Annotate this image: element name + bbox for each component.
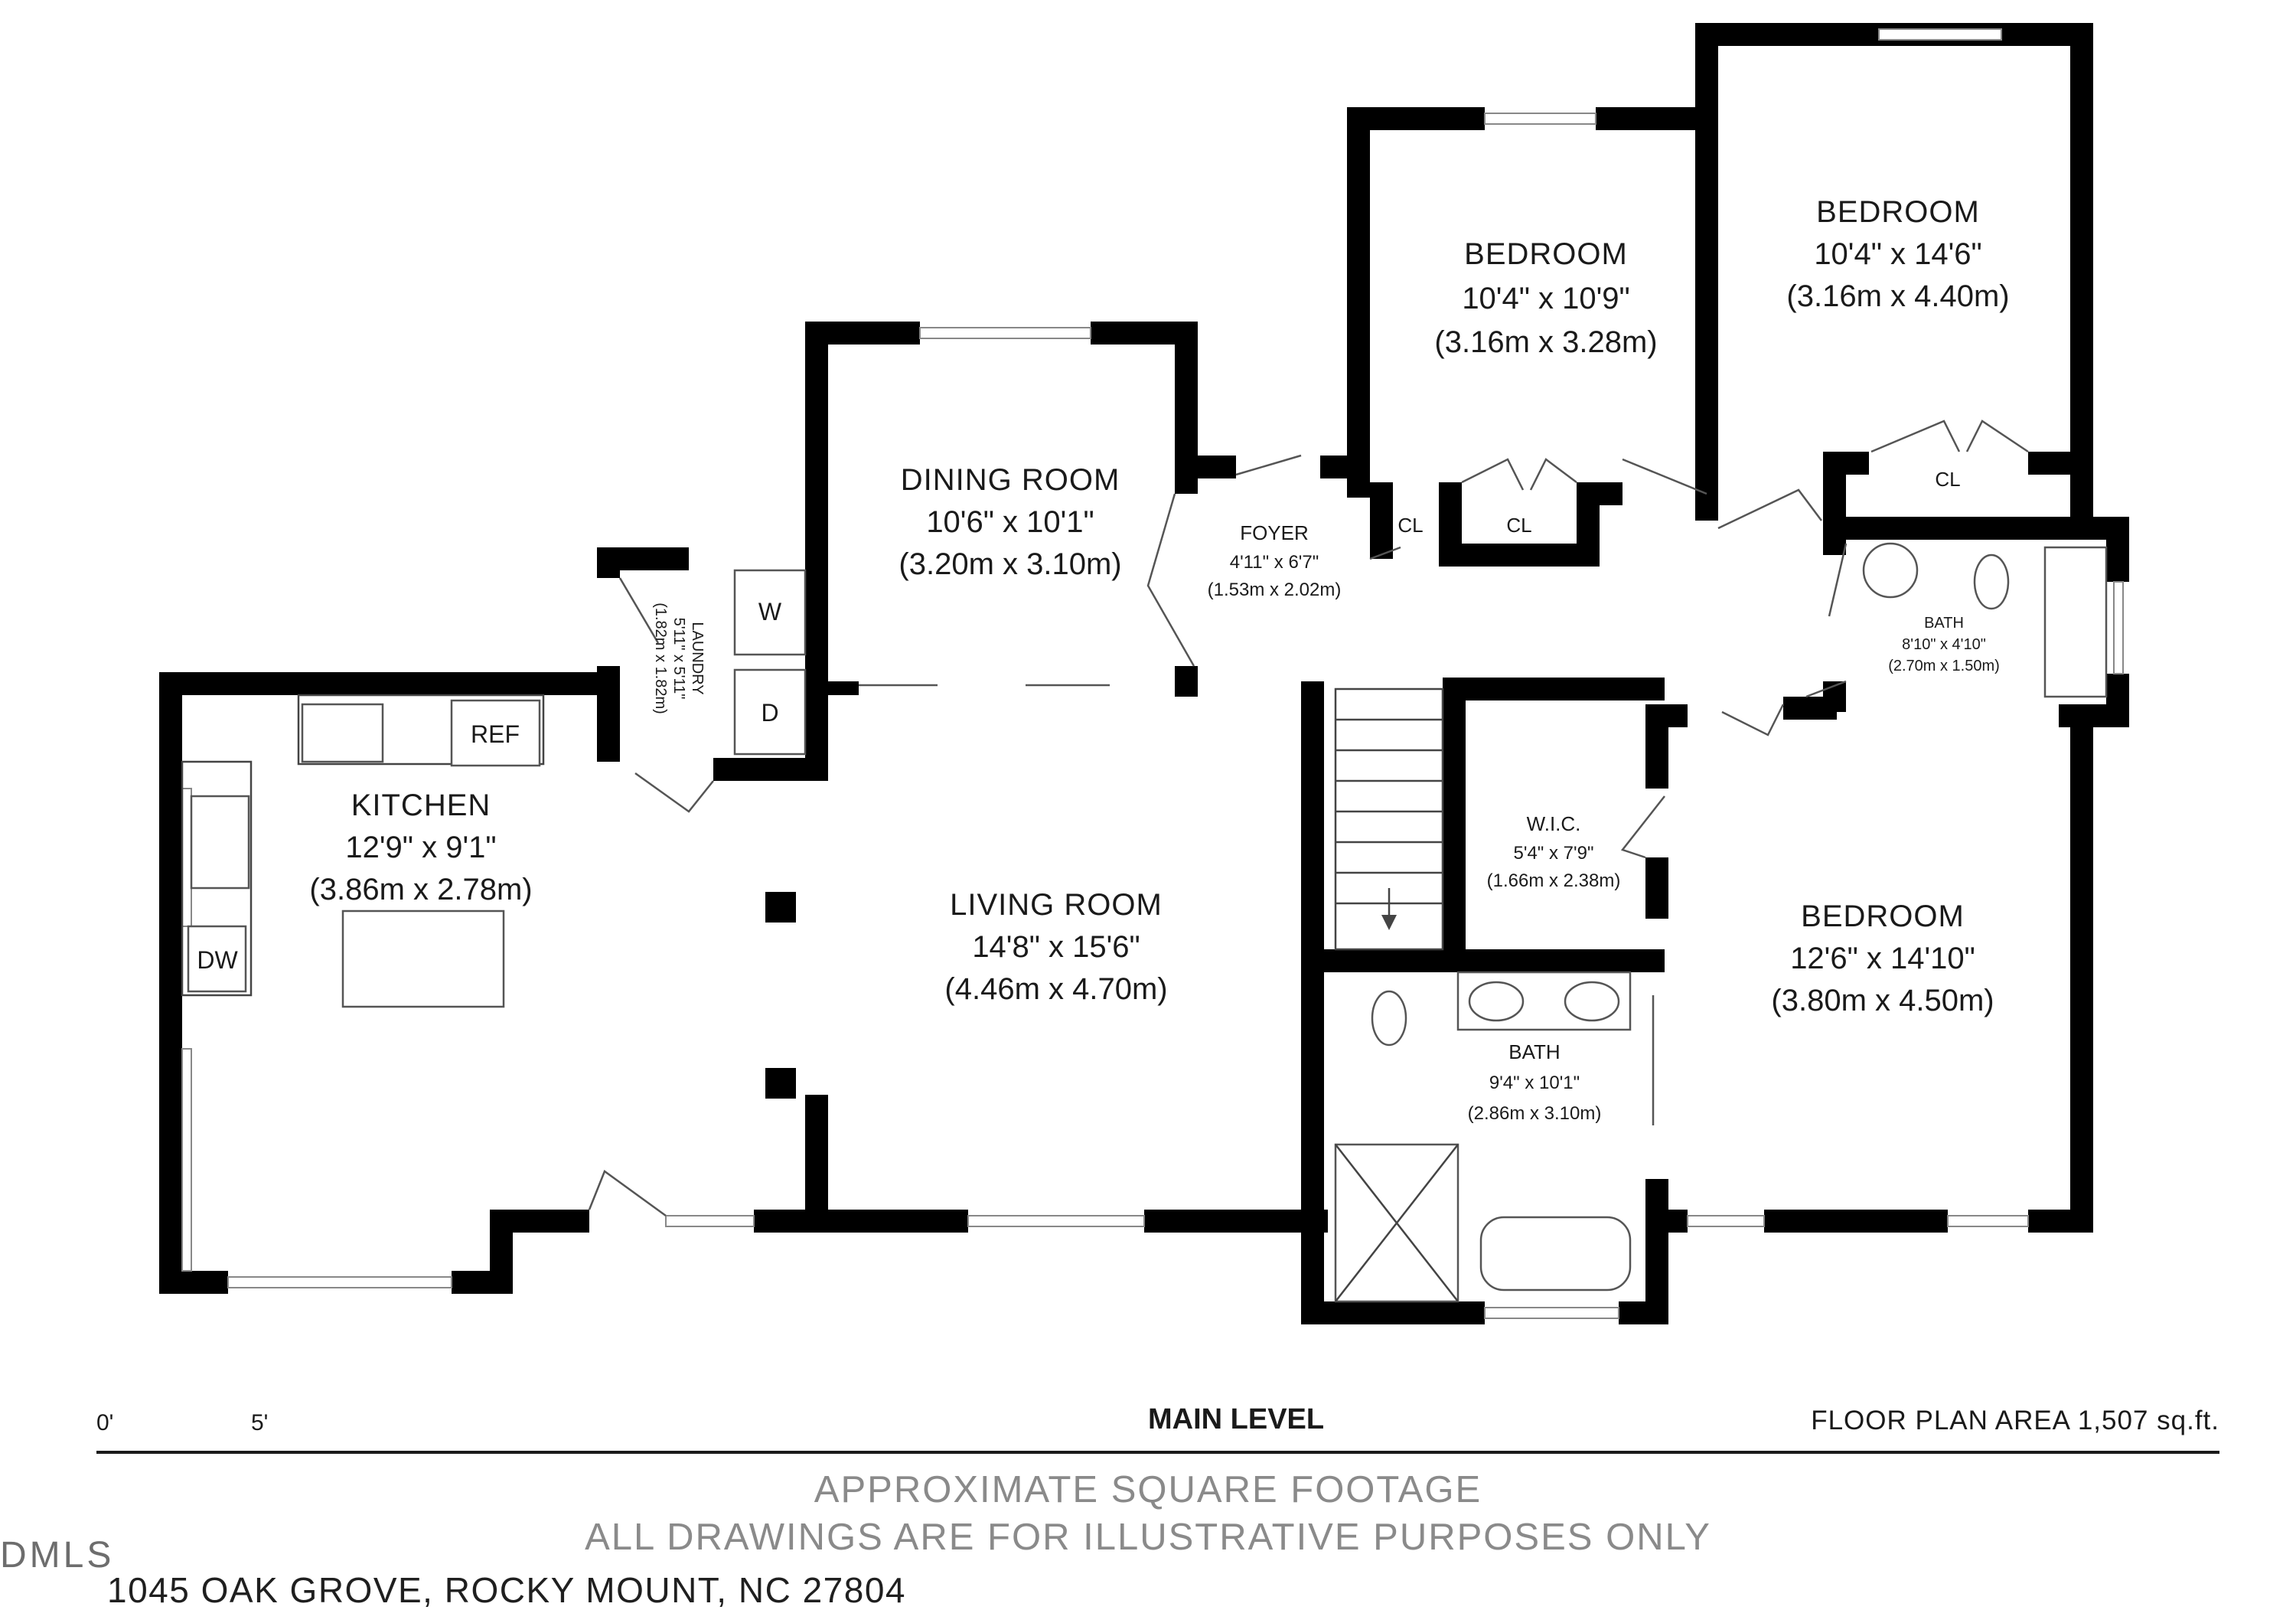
bath-main-dim-m: (2.86m x 3.10m): [1468, 1103, 1602, 1124]
foyer-name: FOYER: [1240, 521, 1309, 544]
footer-divider: [96, 1451, 2219, 1454]
living-dim-m: (4.46m x 4.70m): [944, 972, 1167, 1006]
bath-small-dim-m: (2.70m x 1.50m): [1888, 658, 2000, 674]
walls: [159, 23, 2129, 1324]
closet-label-3: CL: [1935, 468, 1960, 491]
wic-dim-ft: 5'4" x 7'9": [1514, 843, 1594, 864]
bath-main-name: BATH: [1508, 1040, 1560, 1063]
staircase: [1334, 687, 1444, 951]
bath-main-dim-ft: 9'4" x 10'1": [1489, 1073, 1580, 1093]
floor-area: FLOOR PLAN AREA 1,507 sq.ft.: [1811, 1406, 2219, 1435]
room-labels: BEDROOM 10'4" x 10'9" (3.16m x 3.28m) BE…: [197, 195, 2009, 1124]
wic-dim-m: (1.66m x 2.38m): [1487, 870, 1621, 891]
level-title: MAIN LEVEL: [1148, 1403, 1325, 1435]
floor-plan: .wall { fill: #000; } .win { stroke: #88…: [159, 23, 2129, 1324]
property-address: 1045 OAK GROVE, ROCKY MOUNT, NC 27804: [107, 1570, 907, 1610]
dishwasher-label: DW: [197, 946, 238, 974]
fixtures: [181, 542, 2108, 1303]
laundry-name: LAUNDRY: [689, 622, 706, 694]
kitchen-dim-ft: 12'9" x 9'1": [345, 831, 496, 864]
living-dim-ft: 14'8" x 15'6": [972, 930, 1140, 964]
dining-dim-ft: 10'6" x 10'1": [926, 505, 1094, 539]
windows: [181, 28, 2124, 1319]
scale-start-label: 0': [96, 1410, 114, 1435]
dryer-label: D: [761, 699, 778, 727]
living-name: LIVING ROOM: [950, 888, 1163, 922]
foyer-dim-m: (1.53m x 2.02m): [1208, 580, 1342, 600]
bedroom3-dim-ft: 12'6" x 14'10": [1790, 942, 1975, 975]
disclaimer-line-1: APPROXIMATE SQUARE FOOTAGE: [814, 1469, 1482, 1510]
kitchen-name: KITCHEN: [351, 789, 491, 822]
dining-dim-m: (3.20m x 3.10m): [899, 547, 1121, 581]
bath-small-dim-ft: 8'10" x 4'10": [1902, 636, 1986, 653]
bedroom2-dim-m: (3.16m x 4.40m): [1786, 279, 2009, 313]
bedroom3-name: BEDROOM: [1801, 900, 1965, 933]
bedroom1-dim-ft: 10'4" x 10'9": [1462, 282, 1629, 315]
bedroom3-dim-m: (3.80m x 4.50m): [1771, 984, 1994, 1017]
bath-small-name: BATH: [1924, 615, 1964, 632]
bedroom2-dim-ft: 10'4" x 14'6": [1814, 237, 1981, 271]
dining-name: DINING ROOM: [901, 463, 1120, 497]
closet-label-2: CL: [1506, 514, 1531, 537]
bedroom1-dim-m: (3.16m x 3.28m): [1434, 325, 1657, 359]
laundry-dim-m: (1.82m x 1.82m): [652, 603, 669, 714]
wic-name: W.I.C.: [1527, 812, 1581, 835]
disclaimer-line-2: ALL DRAWINGS ARE FOR ILLUSTRATIVE PURPOS…: [585, 1517, 1711, 1558]
closet-label-1: CL: [1397, 514, 1423, 537]
bedroom1-name: BEDROOM: [1464, 237, 1628, 271]
washer-label: W: [758, 598, 782, 625]
bedroom2-name: BEDROOM: [1816, 195, 1980, 229]
kitchen-dim-m: (3.86m x 2.78m): [309, 873, 532, 906]
mls-watermark: DMLS: [0, 1535, 115, 1576]
foyer-dim-ft: 4'11" x 6'7": [1230, 552, 1319, 573]
scale-end-label: 5': [251, 1410, 269, 1435]
doors: [588, 420, 2029, 1217]
laundry-dim-ft: 5'11" x 5'11": [670, 618, 687, 700]
fridge-label: REF: [471, 720, 520, 748]
